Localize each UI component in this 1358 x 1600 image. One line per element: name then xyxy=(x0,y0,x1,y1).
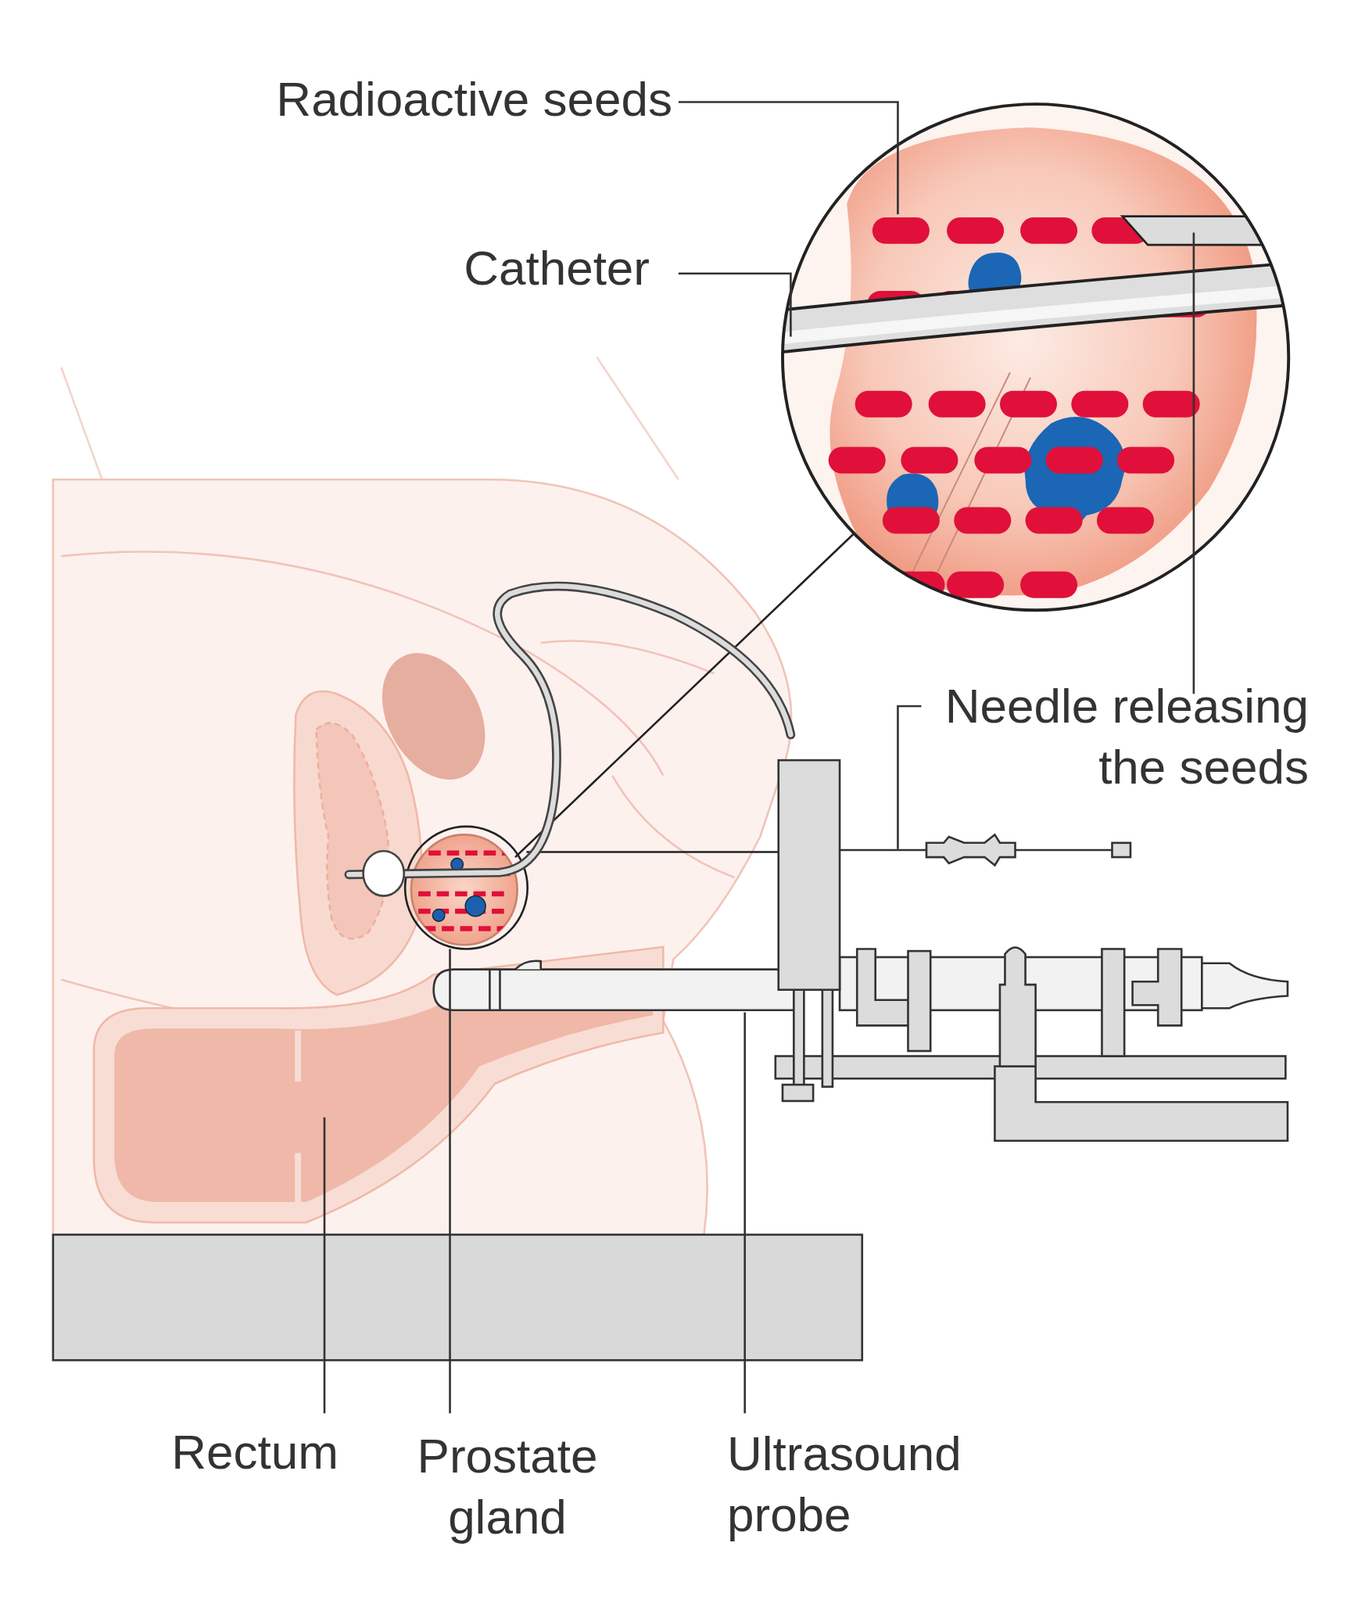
leader-line xyxy=(743,1011,746,1413)
seed xyxy=(953,507,1011,534)
rectum-fold xyxy=(294,1152,301,1202)
seed xyxy=(1020,217,1078,244)
zoom-content xyxy=(775,127,1297,613)
probe-stand xyxy=(999,947,1036,1067)
bladder-wall xyxy=(316,723,389,939)
leader-line xyxy=(678,101,899,215)
seed xyxy=(1143,390,1201,418)
probe-clamp xyxy=(1101,949,1125,1057)
probe-tip xyxy=(515,960,542,970)
needle xyxy=(1122,216,1297,246)
leader-line xyxy=(323,1117,327,1413)
zoom-circle-border xyxy=(782,103,1289,610)
seed xyxy=(900,447,958,474)
leader-line xyxy=(678,273,792,337)
seed-row xyxy=(423,925,511,932)
pelvis-outline xyxy=(612,775,735,878)
seed-rows xyxy=(413,852,511,929)
part-label: Radioactive seeds xyxy=(234,68,673,130)
needle-guide-line xyxy=(526,850,778,853)
stepper-post xyxy=(793,989,804,1087)
catheter-highlight xyxy=(775,290,1297,339)
probe-clamp xyxy=(1132,949,1183,1026)
part-label: Prostate gland xyxy=(382,1425,633,1548)
ultrasound-probe xyxy=(433,969,796,1011)
part-label: Catheter xyxy=(415,237,650,299)
part-label: Ultrasound probe xyxy=(727,1422,1009,1545)
needle-plunger xyxy=(1111,842,1130,857)
seed xyxy=(974,447,1032,474)
seed xyxy=(1117,447,1175,474)
part-label: Rectum xyxy=(137,1421,373,1483)
seed xyxy=(828,447,886,474)
probe-ring xyxy=(488,969,491,1011)
tumour xyxy=(465,895,486,917)
body-silhouette xyxy=(53,479,792,1235)
catheter-outline xyxy=(348,586,791,875)
seed-row xyxy=(428,850,510,857)
stepper-base xyxy=(994,1066,1288,1141)
seed xyxy=(1020,571,1078,599)
seed xyxy=(1071,390,1129,418)
leader-line xyxy=(897,705,921,850)
seed xyxy=(1096,507,1154,534)
seed xyxy=(855,390,913,418)
needle-hub xyxy=(926,834,1016,865)
seed xyxy=(928,390,986,418)
probe-clamp xyxy=(907,950,931,1051)
body-outline xyxy=(60,367,102,481)
seed xyxy=(1025,507,1083,534)
seed-row xyxy=(418,891,510,897)
body-outline xyxy=(596,357,678,481)
zoom-marker xyxy=(404,826,528,950)
seed xyxy=(872,217,930,244)
seed xyxy=(1046,447,1104,474)
treatment-table xyxy=(53,1234,863,1360)
rectum-fold xyxy=(294,1030,301,1082)
probe-handle xyxy=(1201,963,1288,1008)
prostate-gland xyxy=(411,834,518,945)
prostate-tissue xyxy=(829,127,1257,595)
part-label: Needle releasing the seeds xyxy=(902,675,1309,798)
stepper-knob xyxy=(782,1084,814,1101)
catheter-balloon xyxy=(363,850,405,896)
seed-row xyxy=(418,908,510,914)
seed xyxy=(999,390,1058,418)
probe-ring xyxy=(498,969,502,1011)
leader-line xyxy=(448,949,452,1414)
leader-line xyxy=(1193,232,1196,695)
catheter xyxy=(348,586,791,875)
seed xyxy=(887,571,945,599)
seed xyxy=(946,217,1004,244)
stepper-post xyxy=(822,989,833,1087)
tumour xyxy=(432,909,445,922)
template-grid xyxy=(778,759,840,990)
seed xyxy=(946,571,1004,599)
bladder xyxy=(293,691,422,995)
seed xyxy=(882,507,940,534)
pelvis-outline xyxy=(541,640,715,674)
zoom-circle xyxy=(782,103,1289,610)
